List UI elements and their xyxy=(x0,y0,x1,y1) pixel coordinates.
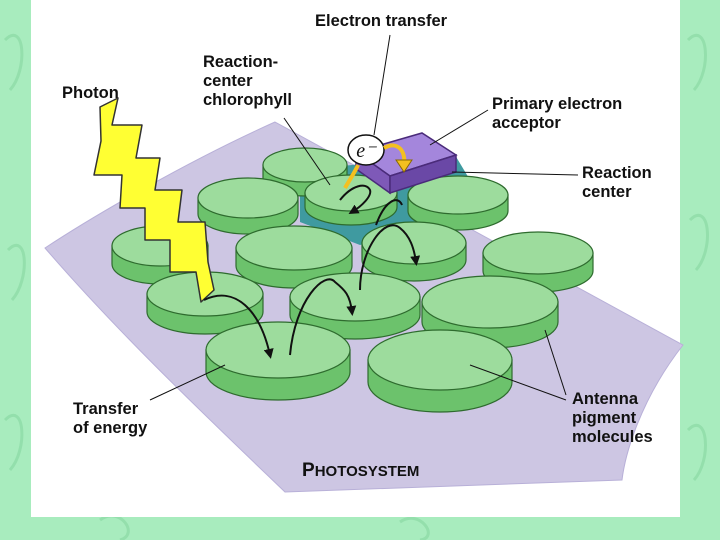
label-photon: Photon xyxy=(62,84,119,102)
label-antenna-pigment-molecules: Antenna pigment molecules xyxy=(572,390,653,446)
energy-transfer-arrows xyxy=(203,184,421,359)
energy-arrow-1 xyxy=(203,294,274,359)
label-transfer-of-energy: Transfer of energy xyxy=(73,400,148,437)
label-reaction-center: Reaction center xyxy=(582,164,652,201)
antenna-disk xyxy=(367,329,513,413)
antenna-disk xyxy=(205,321,351,401)
svg-text:e⁻: e⁻ xyxy=(356,140,377,162)
label-reaction-center-chlorophyll: Reaction- center chlorophyll xyxy=(203,53,292,109)
leader-lines xyxy=(149,34,579,401)
label-electron-transfer: Electron transfer xyxy=(315,12,448,30)
photon-lightning xyxy=(93,97,215,303)
antenna-disk xyxy=(197,177,299,235)
energy-arrow-3 xyxy=(359,224,421,291)
energy-arrow-5 xyxy=(339,184,372,215)
antenna-disk xyxy=(289,272,421,340)
energy-arrow-4 xyxy=(375,199,403,226)
pigment-disks xyxy=(111,147,594,413)
label-primary-electron-acceptor: Primary electron acceptor xyxy=(492,95,623,132)
antenna-disk xyxy=(407,175,509,231)
electron-transfer-arrow-up xyxy=(343,164,360,190)
electron-arrowhead xyxy=(395,159,413,173)
electron-symbol: e⁻ xyxy=(347,134,385,166)
antenna-disk xyxy=(482,231,594,293)
caption-first-letter: P xyxy=(302,460,315,481)
photosystem-caption: PHOTOSYSTEM xyxy=(302,460,419,482)
caption-rest: HOTOSYSTEM xyxy=(314,463,420,480)
energy-arrow-2 xyxy=(289,278,357,356)
